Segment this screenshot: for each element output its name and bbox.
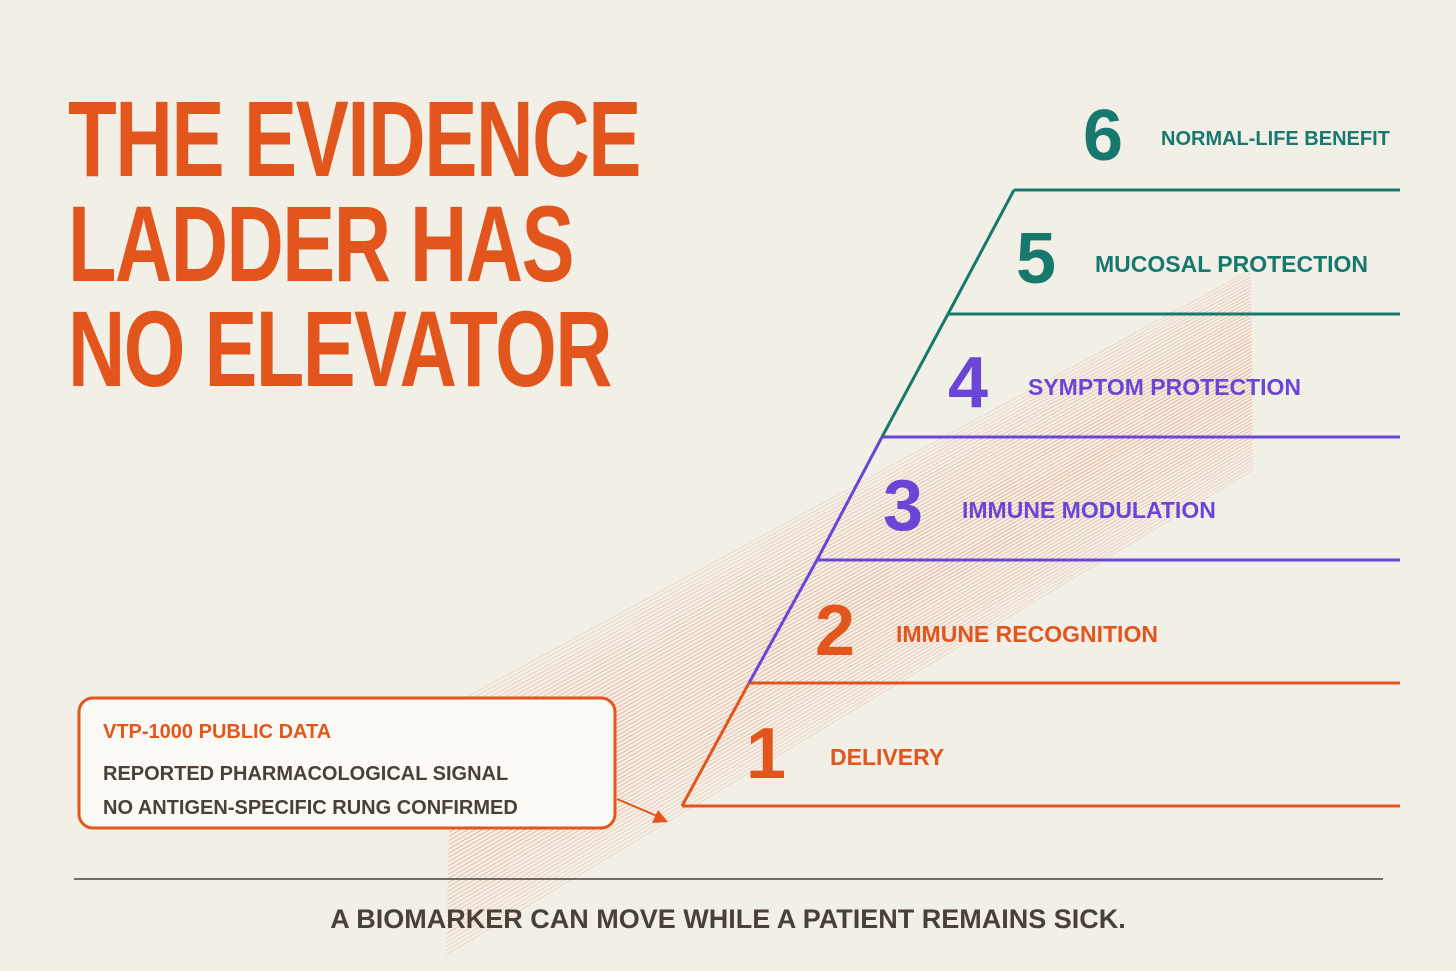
rung-4-side-line xyxy=(880,313,950,438)
rung-4-label: SYMPTOM PROTECTION xyxy=(1028,374,1301,400)
hatch-line xyxy=(446,439,1253,918)
hatch-line xyxy=(450,310,1252,757)
ladder xyxy=(680,188,1400,808)
callout-title: VTP-1000 PUBLIC DATA xyxy=(103,721,331,743)
headline-line-1: THE EVIDENCE xyxy=(68,78,640,199)
footer-caption: A BIOMARKER CAN MOVE WHILE A PATIENT REM… xyxy=(330,904,1126,934)
hatch-line xyxy=(451,283,1252,723)
hatch-line xyxy=(446,459,1254,943)
arrow-shaft xyxy=(616,798,658,817)
hatch-line xyxy=(446,452,1253,935)
hatch-line xyxy=(446,462,1254,947)
rung-1-label: DELIVERY xyxy=(830,744,944,770)
hatch-line xyxy=(451,269,1252,706)
hatch-line xyxy=(450,303,1252,748)
hatch-line xyxy=(450,313,1252,761)
rung-3-number: 3 xyxy=(883,466,923,546)
rung-5-label: MUCOSAL PROTECTION xyxy=(1095,251,1368,277)
callout-frame xyxy=(77,696,617,830)
headline-line-3: NO ELEVATOR xyxy=(68,288,611,409)
hatch-line xyxy=(451,296,1252,740)
rung-3-side-line xyxy=(815,436,884,561)
hatch-line xyxy=(446,449,1253,930)
rung-2-label: IMMUNE RECOGNITION xyxy=(896,621,1158,647)
hatch-line xyxy=(446,446,1253,926)
hatch-line xyxy=(450,307,1252,752)
rung-1-number: 1 xyxy=(746,714,786,794)
callout-box: VTP-1000 PUBLIC DATA REPORTED PHARMACOLO… xyxy=(77,696,617,830)
hatch-line xyxy=(446,435,1253,913)
headline-line-2: LADDER HAS xyxy=(68,183,573,304)
callout-line-1: REPORTED PHARMACOLOGICAL SIGNAL xyxy=(103,763,508,785)
hatch-line xyxy=(451,286,1252,727)
rung-1-side-line xyxy=(680,682,751,807)
callout-line-2: NO ANTIGEN-SPECIFIC RUNG CONFIRMED xyxy=(103,797,518,819)
hatch-line xyxy=(451,273,1252,710)
hatch-line xyxy=(446,456,1254,939)
hatch-line xyxy=(450,317,1252,765)
rung-labels: 1 DELIVERY 2 IMMUNE RECOGNITION 3 IMMUNE… xyxy=(746,96,1390,794)
rung-5-number: 5 xyxy=(1016,219,1056,299)
rung-4-number: 4 xyxy=(948,343,988,423)
arrow-head xyxy=(652,810,668,823)
hatch-line xyxy=(450,320,1252,769)
hatch-line xyxy=(450,300,1252,744)
hatch-line xyxy=(451,293,1252,735)
headline: THE EVIDENCE LADDER HAS NO ELEVATOR xyxy=(68,78,642,409)
rung-2-side-line xyxy=(747,559,819,684)
rung-3-label: IMMUNE MODULATION xyxy=(962,497,1216,523)
hatch-line xyxy=(451,279,1252,718)
hatch-line xyxy=(451,290,1252,731)
hatch-line xyxy=(445,469,1254,956)
rung-6-label: NORMAL-LIFE BENEFIT xyxy=(1161,128,1390,150)
rung-2-number: 2 xyxy=(815,591,855,671)
pointer-arrow xyxy=(616,798,668,823)
hatch-line xyxy=(445,466,1254,952)
rung-5-side-line xyxy=(946,189,1016,315)
rung-6-number: 6 xyxy=(1083,96,1123,176)
